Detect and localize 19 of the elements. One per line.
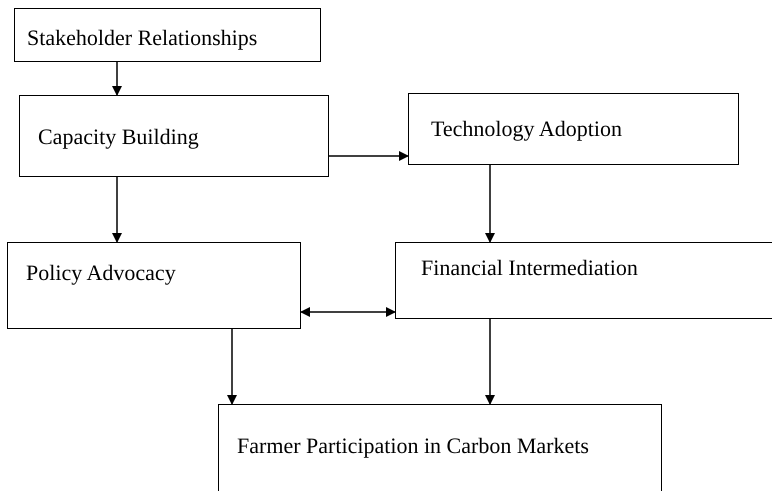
arrow	[485, 165, 495, 243]
process-box	[19, 95, 329, 177]
process-box	[408, 93, 739, 165]
arrow	[227, 329, 237, 405]
arrow	[485, 319, 495, 405]
process-box	[14, 8, 321, 62]
box-label: Capacity Building	[38, 126, 199, 148]
arrow	[112, 177, 122, 243]
box-label: Financial Intermediation	[421, 257, 638, 279]
process-box	[218, 404, 662, 491]
process-box	[7, 242, 301, 329]
arrow	[329, 151, 409, 161]
box-label: Stakeholder Relationships	[27, 27, 258, 49]
box-label: Farmer Participation in Carbon Markets	[237, 435, 589, 457]
box-label: Policy Advocacy	[26, 262, 176, 284]
box-label: Technology Adoption	[431, 118, 622, 140]
process-box	[395, 242, 772, 319]
arrow	[300, 307, 396, 317]
arrow	[112, 62, 122, 96]
